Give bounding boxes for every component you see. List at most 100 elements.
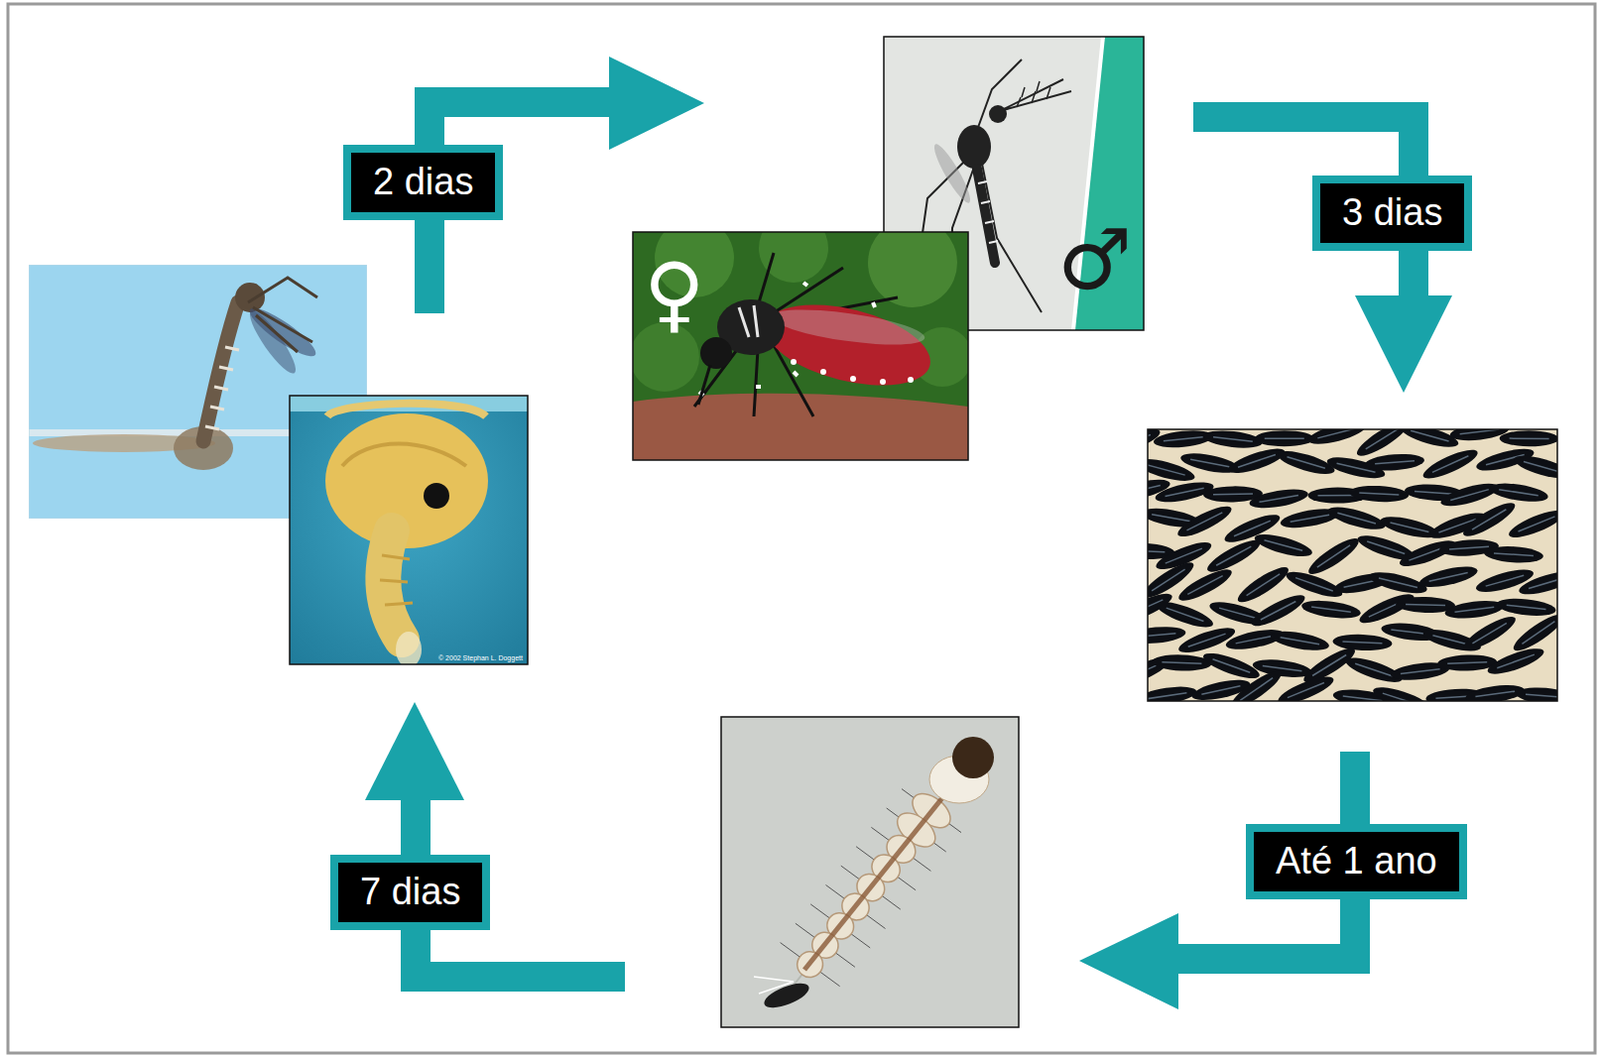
egg-shell bbox=[1420, 444, 1481, 484]
egg-highlight bbox=[1472, 622, 1506, 643]
egg-shell bbox=[1511, 451, 1558, 484]
human-skin bbox=[632, 393, 969, 461]
white-spot bbox=[790, 359, 797, 366]
female-head bbox=[700, 337, 733, 370]
egg-shell bbox=[1147, 683, 1198, 702]
egg-shell bbox=[1268, 627, 1331, 654]
egg-highlight bbox=[1163, 437, 1204, 442]
egg-highlight bbox=[1235, 635, 1275, 644]
egg bbox=[1484, 643, 1547, 680]
egg-shell bbox=[1460, 611, 1520, 655]
egg-highlight bbox=[1366, 541, 1405, 555]
egg-highlight bbox=[1509, 437, 1550, 440]
egg bbox=[1154, 597, 1217, 632]
photo-ground bbox=[721, 717, 1019, 1028]
egg bbox=[1420, 444, 1481, 484]
egg-highlight bbox=[1365, 429, 1400, 450]
abdomen-bands bbox=[978, 181, 998, 244]
eggs-photo bbox=[1147, 429, 1558, 702]
egg-shell bbox=[1516, 567, 1558, 600]
egg bbox=[1326, 502, 1388, 535]
egg-highlight bbox=[1317, 429, 1356, 439]
egg-shell bbox=[1495, 596, 1557, 618]
proboscis bbox=[698, 365, 711, 405]
egg-shell bbox=[1304, 533, 1363, 581]
photo-ground bbox=[1147, 429, 1558, 702]
egg bbox=[1438, 479, 1500, 511]
egg-highlight bbox=[1201, 686, 1240, 695]
arrow-head bbox=[1354, 295, 1453, 393]
egg-highlight bbox=[1447, 662, 1487, 664]
white-spot bbox=[820, 369, 827, 375]
egg-shell bbox=[1487, 480, 1550, 505]
egg-highlight bbox=[1287, 457, 1326, 469]
duration-label: 7 dias bbox=[360, 870, 461, 915]
egg-shell bbox=[1152, 429, 1214, 451]
egg-shell bbox=[1252, 529, 1315, 561]
egg-shell bbox=[1227, 665, 1285, 702]
egg-shell bbox=[1484, 643, 1547, 680]
arrow-head bbox=[1079, 913, 1179, 1010]
egg bbox=[1460, 611, 1520, 655]
male-head bbox=[988, 105, 1007, 124]
duration-box: 7 dias bbox=[330, 855, 491, 931]
egg-shell bbox=[1154, 597, 1217, 632]
egg-shell bbox=[1464, 682, 1526, 702]
egg-highlight bbox=[1414, 491, 1455, 494]
egg bbox=[1227, 665, 1285, 702]
egg bbox=[1364, 452, 1426, 473]
egg bbox=[1487, 480, 1550, 505]
egg bbox=[1505, 505, 1558, 544]
egg-highlight bbox=[1523, 462, 1558, 474]
egg-highlight bbox=[1213, 437, 1253, 443]
egg-highlight bbox=[1213, 659, 1251, 673]
egg-highlight bbox=[1410, 430, 1450, 442]
egg-shell bbox=[1306, 429, 1368, 449]
white-spot bbox=[879, 378, 886, 385]
egg bbox=[1152, 429, 1214, 451]
egg-shell bbox=[1370, 682, 1433, 702]
egg-highlight bbox=[1382, 693, 1421, 702]
photo-border bbox=[632, 232, 969, 461]
egg bbox=[1252, 529, 1315, 561]
egg bbox=[1349, 485, 1410, 504]
pupa-abdomen bbox=[382, 530, 402, 640]
egg-highlight bbox=[1429, 572, 1469, 582]
egg-highlight bbox=[1239, 678, 1273, 702]
egg-highlight bbox=[1147, 693, 1187, 700]
paddle bbox=[395, 631, 422, 665]
larva bbox=[753, 737, 994, 1013]
egg-highlight bbox=[1358, 492, 1399, 495]
egg bbox=[1226, 444, 1288, 479]
copyright-note: © 2002 Stephan L. Doggett bbox=[438, 654, 523, 662]
egg bbox=[1175, 564, 1236, 607]
wing bbox=[929, 140, 976, 207]
egg-shell bbox=[1247, 486, 1310, 512]
egg-highlight bbox=[1460, 429, 1500, 435]
wing bbox=[244, 306, 302, 379]
larva-axis bbox=[788, 765, 968, 992]
egg-highlight bbox=[1405, 604, 1446, 606]
egg-highlight bbox=[1311, 607, 1352, 613]
adult-head bbox=[235, 282, 265, 313]
egg-highlight bbox=[1485, 575, 1525, 587]
egg bbox=[1179, 449, 1241, 477]
egg bbox=[1417, 562, 1479, 592]
frame bbox=[7, 3, 1596, 1054]
wing bbox=[769, 302, 927, 352]
white-spot bbox=[850, 375, 857, 382]
egg-highlight bbox=[1188, 633, 1227, 647]
egg-highlight bbox=[1147, 550, 1165, 553]
egg bbox=[1147, 683, 1198, 702]
egg bbox=[1176, 622, 1238, 658]
female-symbol: ♀ bbox=[643, 251, 706, 336]
egg-highlight bbox=[1518, 516, 1556, 532]
egg bbox=[1147, 624, 1187, 646]
egg-shell bbox=[1505, 505, 1558, 544]
egg-highlight bbox=[1506, 605, 1547, 610]
egg-highlight bbox=[1151, 514, 1191, 522]
egg bbox=[1151, 653, 1213, 672]
white-spot bbox=[907, 376, 914, 383]
egg bbox=[1200, 648, 1262, 684]
egg-shell bbox=[1204, 534, 1264, 578]
